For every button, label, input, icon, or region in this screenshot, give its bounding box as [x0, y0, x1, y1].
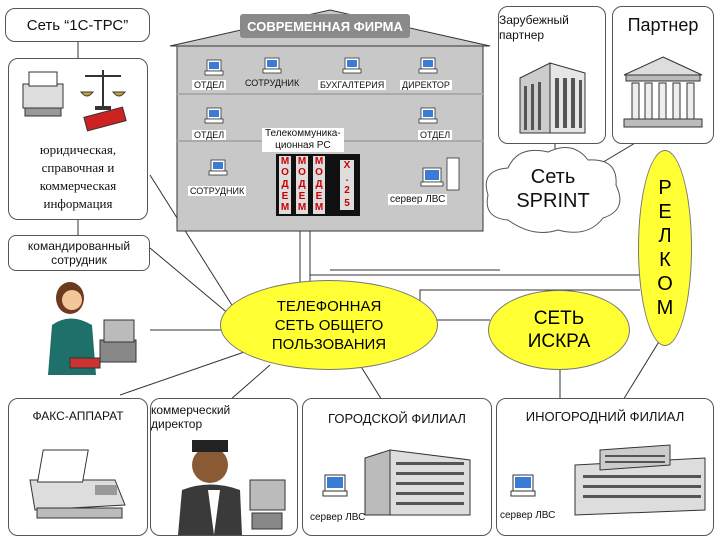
modem-letter: Е	[298, 190, 306, 202]
telecom-line2: ционная РС	[275, 140, 331, 151]
modem-letter: Д	[281, 178, 289, 190]
modem-letter: М	[297, 155, 307, 167]
sprint-cloud-shape	[485, 147, 621, 233]
foreign-partner-building-icon	[519, 62, 586, 134]
phone-network-ellipse: ТЕЛЕФОННАЯ СЕТЬ ОБЩЕГО ПОЛЬЗОВАНИЯ	[220, 280, 438, 370]
city-branch-server-label: сервер ЛВС	[310, 512, 366, 523]
dept-direktor: ДИРЕКТОР	[400, 80, 452, 90]
office-computers	[204, 57, 460, 191]
traveling-employee-box: командированный сотрудник	[8, 235, 150, 271]
modem-letter: О	[298, 167, 306, 179]
phone-network-line2: СЕТЬ ОБЩЕГО	[274, 316, 384, 334]
intercity-branch-label: ИНОГОРОДНИЙ ФИЛИАЛ	[525, 409, 685, 424]
legal-clipart	[22, 70, 127, 132]
company-server-label: сервер ЛВС	[388, 194, 448, 205]
modem-letter: М	[280, 202, 290, 214]
relcom-letter: Л	[658, 225, 672, 247]
modem-letter: М	[297, 202, 307, 214]
dept-otdel-3: ОТДЕЛ	[418, 130, 453, 140]
legal-info-line2: справочная и	[41, 160, 115, 175]
x25-letter: 2	[344, 185, 350, 197]
traveling-employee-line1: командированный	[27, 239, 131, 253]
relcom-letter: К	[659, 249, 671, 271]
legal-info-line4: информация	[43, 196, 113, 211]
telecom-line1: Телекоммуника-	[265, 128, 341, 139]
fax-label: ФАКС-АППАРАТ	[32, 409, 124, 423]
modem-letter: Е	[315, 190, 323, 202]
modem-letter: О	[315, 167, 323, 179]
commercial-director-line1: коммерческий	[151, 403, 231, 417]
city-branch-label: ГОРОДСКОЙ ФИЛИАЛ	[328, 411, 466, 426]
modem-letter: М	[314, 155, 324, 167]
dept-otdel-1: ОТДЕЛ	[192, 80, 227, 90]
modem-column-3: М О Д Е М	[313, 156, 325, 214]
phone-network-line3: ПОЛЬЗОВАНИЯ	[271, 335, 387, 353]
traveling-employee-line2: сотрудник	[51, 253, 107, 267]
commercial-director-clipart	[178, 440, 286, 535]
company-title: СОВРЕМЕННАЯ ФИРМА	[240, 14, 410, 38]
telecom-label: Телекоммуника- ционная РС	[262, 128, 344, 152]
city-branch-building-icon	[322, 449, 471, 516]
dept-sotrudnik-2: СОТРУДНИК	[188, 186, 247, 196]
iskra-line2: ИСКРА	[527, 331, 591, 352]
modem-column-2: М О Д Е М	[296, 156, 308, 214]
x25-letter: X	[343, 160, 351, 172]
legal-info-line1: юридическая,	[39, 142, 117, 157]
intercity-branch-server-label: сервер ЛВС	[500, 510, 556, 521]
commercial-director-line2: директор	[151, 417, 203, 431]
foreign-partner-line2: партнер	[499, 28, 545, 42]
modem-letter: М	[314, 202, 324, 214]
relcom-letter: Р	[658, 177, 672, 199]
x25-letter: .	[345, 172, 349, 184]
intercity-branch-building-icon	[510, 444, 706, 516]
dept-otdel-2: ОТДЕЛ	[192, 130, 227, 140]
relcom-letter: М	[656, 297, 674, 319]
modem-letter: Д	[298, 178, 306, 190]
relcom-letter: О	[657, 273, 673, 295]
relcom-letter: Е	[658, 201, 672, 223]
fax-icon	[29, 449, 126, 519]
foreign-partner-line1: Зарубежный	[499, 13, 569, 27]
x25-column: X . 2 5	[340, 160, 354, 210]
modem-letter: Е	[281, 190, 289, 202]
partner-label: Партнер	[627, 15, 699, 35]
sprint-line1: Сеть	[530, 166, 576, 188]
network-title: Сеть “1С-ТРС”	[26, 16, 129, 34]
dept-sotrudnik-1: СОТРУДНИК	[245, 78, 300, 88]
modem-letter: М	[280, 155, 290, 167]
relcom-ellipse: Р Е Л К О М	[638, 150, 692, 346]
phone-network-line1: ТЕЛЕФОННАЯ	[276, 297, 382, 315]
modem-letter: Д	[315, 178, 323, 190]
modem-column-1: М О Д Е М	[279, 156, 291, 214]
sprint-line2: SPRINT	[516, 190, 590, 212]
network-title-box: Сеть “1С-ТРС”	[5, 8, 150, 42]
x25-letter: 5	[344, 197, 350, 209]
iskra-ellipse: СЕТЬ ИСКРА	[488, 290, 630, 370]
iskra-line1: СЕТЬ	[533, 308, 585, 329]
sprint-label: Сеть SPRINT	[478, 165, 628, 213]
dept-buhgalteria: БУХГАЛТЕРИЯ	[318, 80, 387, 90]
traveling-employee-clipart	[48, 282, 137, 375]
modem-letter: О	[281, 167, 289, 179]
partner-bank-icon	[623, 56, 703, 128]
legal-info-line3: коммерческая	[39, 178, 117, 193]
